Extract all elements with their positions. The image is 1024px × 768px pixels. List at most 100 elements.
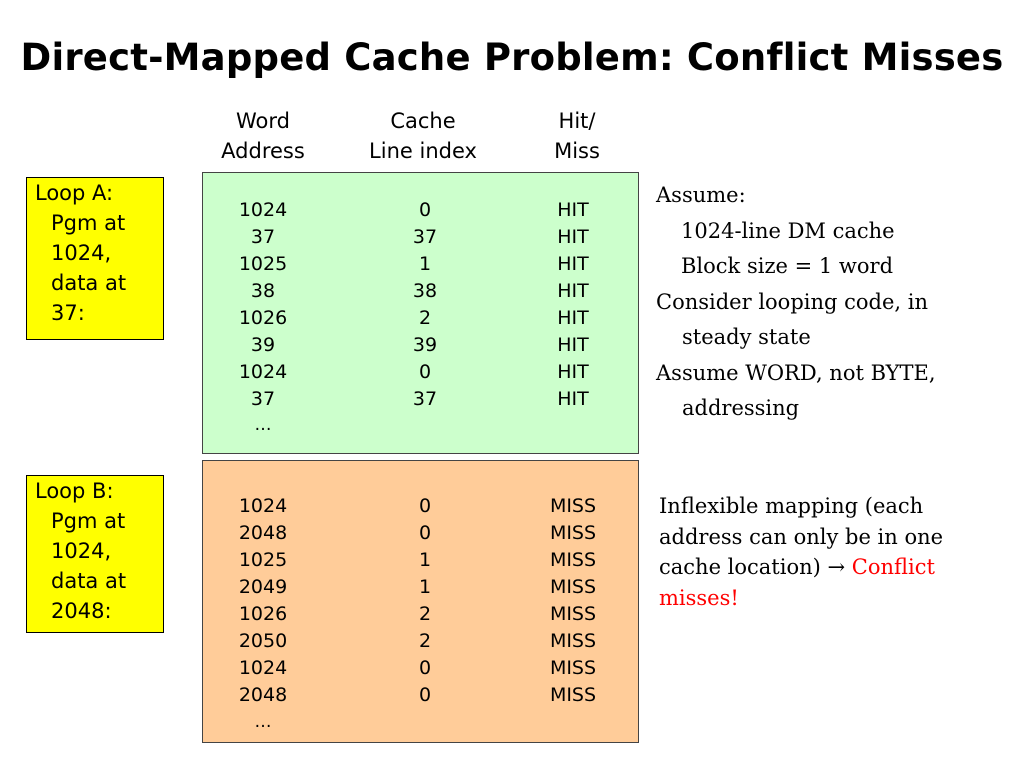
word-address-header: Word Address bbox=[212, 106, 314, 166]
cache-line-index-cell: 0 bbox=[418, 495, 432, 517]
hit-miss-cell: MISS bbox=[549, 522, 597, 544]
table-row: 37 37 HIT bbox=[203, 224, 638, 251]
cache-line-index-cell: 37 bbox=[412, 226, 438, 248]
note-line: address can only be in one bbox=[659, 524, 944, 549]
loop-label-line: 1024, bbox=[51, 241, 112, 265]
cache-line-index-cell: 0 bbox=[418, 657, 432, 679]
hit-miss-cell: HIT bbox=[557, 280, 589, 302]
loop-label-line: Loop B: bbox=[35, 479, 114, 503]
loop-label-line: 37: bbox=[51, 301, 85, 325]
word-address-cell: 1025 bbox=[238, 549, 288, 571]
table-row: 1024 0 MISS bbox=[203, 493, 638, 520]
loop-label-line: data at bbox=[51, 271, 127, 295]
continuation-ellipsis: … bbox=[254, 415, 272, 435]
loop-label-line: Pgm at bbox=[51, 509, 126, 533]
word-address-cell: 37 bbox=[250, 388, 276, 410]
header-line: Address bbox=[221, 139, 305, 163]
word-address-cell: 2049 bbox=[238, 576, 288, 598]
table-row: 1024 0 MISS bbox=[203, 655, 638, 682]
cache-line-index-cell: 39 bbox=[412, 334, 438, 356]
word-address-cell: 1024 bbox=[238, 361, 288, 383]
hit-miss-cell: MISS bbox=[549, 684, 597, 706]
continuation-ellipsis: … bbox=[254, 712, 272, 732]
hit-miss-cell: HIT bbox=[557, 334, 589, 356]
table-row: 2049 1 MISS bbox=[203, 574, 638, 601]
cache-line-index-cell: 0 bbox=[418, 199, 432, 221]
hit-miss-cell: HIT bbox=[557, 307, 589, 329]
assumptions-notes: Assume: 1024-line DM cache Block size = … bbox=[656, 178, 1016, 427]
table-row: 2048 0 MISS bbox=[203, 682, 638, 709]
header-line: Cache bbox=[390, 109, 456, 133]
cache-line-index-cell: 2 bbox=[418, 603, 432, 625]
hit-miss-cell: MISS bbox=[549, 657, 597, 679]
hit-miss-cell: MISS bbox=[549, 630, 597, 652]
hit-miss-cell: MISS bbox=[549, 549, 597, 571]
note-line: Assume: bbox=[656, 183, 746, 207]
loop-b-label: Loop B: Pgm at 1024, data at 2048: bbox=[26, 475, 164, 633]
word-address-cell: 37 bbox=[250, 226, 276, 248]
table-row: 2050 2 MISS bbox=[203, 628, 638, 655]
header-line: Word bbox=[236, 109, 290, 133]
table-row: 1024 0 HIT bbox=[203, 197, 638, 224]
word-address-cell: 1024 bbox=[238, 657, 288, 679]
word-address-cell: 2050 bbox=[238, 630, 288, 652]
note-line: cache location) → Conflict bbox=[659, 552, 1019, 583]
cache-line-index-cell: 1 bbox=[418, 549, 432, 571]
table-row: 2048 0 MISS bbox=[203, 520, 638, 547]
hit-miss-cell: HIT bbox=[557, 253, 589, 275]
header-line: Hit/ bbox=[558, 109, 596, 133]
note-line: Block size = 1 word bbox=[681, 254, 894, 278]
conflict-miss-note: Inflexible mapping (each address can onl… bbox=[659, 491, 1019, 613]
conflict-emphasis: Conflict bbox=[845, 555, 935, 579]
cache-line-index-cell: 2 bbox=[418, 630, 432, 652]
hit-miss-cell: MISS bbox=[549, 576, 597, 598]
note-line: Inflexible mapping (each bbox=[659, 494, 924, 518]
misses-emphasis: misses! bbox=[659, 585, 739, 610]
table-row: 1024 0 HIT bbox=[203, 359, 638, 386]
header-line: Miss bbox=[554, 139, 600, 163]
word-address-cell: 1025 bbox=[238, 253, 288, 275]
hit-miss-cell: HIT bbox=[557, 226, 589, 248]
word-address-cell: 2048 bbox=[238, 522, 288, 544]
hit-miss-cell: MISS bbox=[549, 603, 597, 625]
cache-line-index-cell: 0 bbox=[418, 361, 432, 383]
loop-b-trace-table: 1024 0 MISS 2048 0 MISS 1025 1 MISS 2049… bbox=[202, 460, 639, 743]
hit-miss-cell: HIT bbox=[557, 388, 589, 410]
loop-a-trace-table: 1024 0 HIT 37 37 HIT 1025 1 HIT 38 38 HI… bbox=[202, 172, 639, 454]
cache-line-index-header: Cache Line index bbox=[364, 106, 482, 166]
cache-line-index-cell: 1 bbox=[418, 253, 432, 275]
word-address-cell: 1024 bbox=[238, 495, 288, 517]
table-row: 39 39 HIT bbox=[203, 332, 638, 359]
hit-miss-header: Hit/ Miss bbox=[527, 106, 627, 166]
cache-line-index-cell: 0 bbox=[418, 684, 432, 706]
word-address-cell: 1024 bbox=[238, 199, 288, 221]
word-address-cell: 39 bbox=[250, 334, 276, 356]
table-row: 1025 1 HIT bbox=[203, 251, 638, 278]
loop-label-line: Loop A: bbox=[35, 181, 114, 205]
header-line: Line index bbox=[369, 139, 477, 163]
cache-line-index-cell: 2 bbox=[418, 307, 432, 329]
note-line: addressing bbox=[682, 396, 800, 420]
loop-label-line: data at bbox=[51, 569, 127, 593]
table-row: 1026 2 MISS bbox=[203, 601, 638, 628]
word-address-cell: 1026 bbox=[238, 603, 288, 625]
loop-label-line: 2048: bbox=[51, 599, 112, 623]
note-line: steady state bbox=[682, 325, 811, 349]
table-row: 1026 2 HIT bbox=[203, 305, 638, 332]
hit-miss-cell: HIT bbox=[557, 199, 589, 221]
cache-line-index-cell: 37 bbox=[412, 388, 438, 410]
table-row: 38 38 HIT bbox=[203, 278, 638, 305]
word-address-cell: 38 bbox=[250, 280, 276, 302]
word-address-cell: 2048 bbox=[238, 684, 288, 706]
table-row: 1025 1 MISS bbox=[203, 547, 638, 574]
note-line: Consider looping code, in bbox=[656, 289, 928, 314]
note-text: cache location) bbox=[659, 555, 828, 579]
slide-title: Direct-Mapped Cache Problem: Conflict Mi… bbox=[20, 36, 1004, 79]
loop-label-line: Pgm at bbox=[51, 211, 126, 235]
note-line: 1024-line DM cache bbox=[681, 218, 895, 243]
hit-miss-cell: HIT bbox=[557, 361, 589, 383]
table-row: 37 37 HIT bbox=[203, 386, 638, 413]
loop-label-line: 1024, bbox=[51, 539, 112, 563]
cache-line-index-cell: 0 bbox=[418, 522, 432, 544]
word-address-cell: 1026 bbox=[238, 307, 288, 329]
